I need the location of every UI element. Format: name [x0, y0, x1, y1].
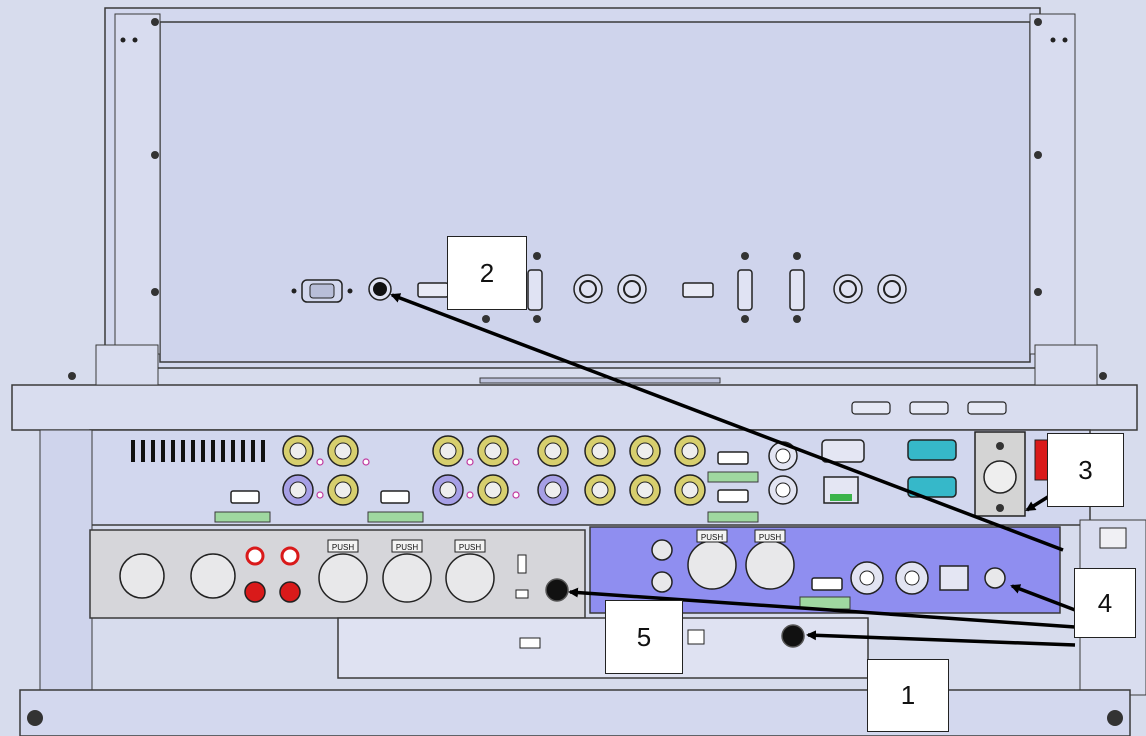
push-label-2: PUSH [396, 543, 418, 552]
push-label-4: PUSH [701, 533, 723, 542]
hinge-ledge [11, 344, 1138, 431]
lower-left-audio-panel: PUSH PUSH PUSH [89, 529, 586, 619]
arrow-5 [568, 587, 1076, 629]
main-connector-panel [39, 429, 1091, 721]
callout-box-4: 4 [1074, 568, 1136, 638]
callout-box-3: 3 [1047, 433, 1124, 507]
hdmi-ports [230, 451, 749, 504]
push-label-3: PUSH [459, 543, 481, 552]
push-label-1: PUSH [332, 543, 354, 552]
upper-connector-row [291, 252, 907, 323]
arrow-4 [1010, 584, 1076, 612]
arrow-1 [806, 630, 1076, 647]
push-label-5: PUSH [759, 533, 781, 542]
bnc-connectors [282, 435, 798, 506]
green-brackets [214, 471, 759, 523]
callout-box-2: 2 [447, 236, 527, 310]
vga-and-serial-ports [821, 439, 957, 504]
callout-box-1: 1 [867, 659, 949, 732]
callout-box-5: 5 [605, 600, 683, 674]
arrow-2 [390, 293, 1064, 552]
blue-io-module: PUSH PUSH [589, 526, 1061, 614]
